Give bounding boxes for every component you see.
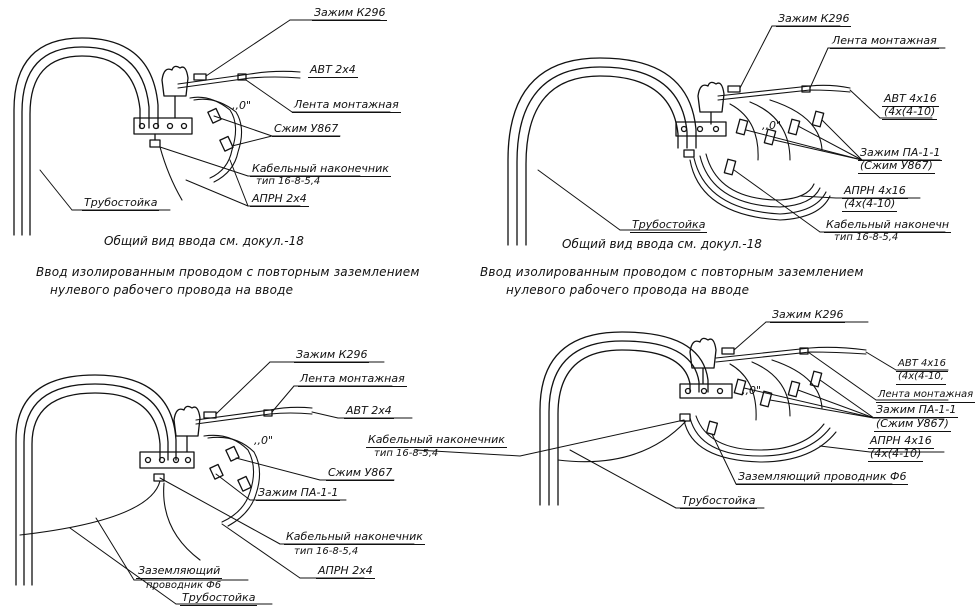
label-squeeze-u867: Сжим У867 bbox=[326, 466, 395, 481]
clamp-k296-1 bbox=[193, 73, 207, 81]
insulator-3 bbox=[173, 405, 201, 453]
label-cable-lug-2-type: тип 16-8-5,4 bbox=[294, 546, 359, 557]
connectors-1 bbox=[207, 107, 234, 152]
clamp-k296-4 bbox=[721, 347, 735, 355]
label-clamp-pa: Зажим ПА-1-1 bbox=[874, 403, 959, 418]
label-clamp-k296: Зажим К296 bbox=[770, 308, 846, 323]
label-aprn: АПРН 2х4 bbox=[316, 564, 375, 579]
label-zero-mark: ,,0" bbox=[232, 99, 252, 112]
insulator-1 bbox=[161, 65, 189, 119]
diagram-4-drawing bbox=[415, 321, 949, 509]
bracket-1 bbox=[133, 117, 193, 148]
label-cable-lug: Кабельный наконечник bbox=[366, 433, 507, 448]
technical-drawing bbox=[13, 19, 949, 605]
label-wire-avt-alt: (4х(4-10, bbox=[896, 371, 946, 385]
insulator-4 bbox=[689, 337, 717, 385]
label-grounding-conductor-size: проводник Ф6 bbox=[146, 580, 222, 591]
label-clamp-k296: Зажим К296 bbox=[776, 12, 852, 27]
label-clamp-pa-alt: (Сжим У867) bbox=[858, 159, 935, 174]
label-pipe-stand: Трубостойка bbox=[82, 196, 160, 211]
label-zero-mark: ,,0" bbox=[254, 434, 274, 447]
label-cable-lug-type: тип 16-8-5,4 bbox=[374, 448, 439, 459]
label-pipe-stand: Трубостойка bbox=[680, 494, 758, 509]
label-grounding-conductor: Заземляющий bbox=[136, 564, 223, 579]
label-mounting-tape: Лента монтажная bbox=[830, 34, 939, 49]
caption-general-view: Общий вид ввода см. докул.-18 bbox=[562, 237, 762, 251]
connectors-3 bbox=[209, 445, 252, 492]
tape-1 bbox=[237, 73, 247, 81]
note-line-1: Ввод изолированным проводом с повторным … bbox=[36, 265, 420, 279]
drawing-sheet: Зажим К296 АВТ 2х4 Лента монтажная ,,0" … bbox=[13, 6, 975, 606]
label-pipe-stand: Трубостойка bbox=[180, 591, 258, 606]
label-clamp-k296: Зажим К296 bbox=[294, 348, 370, 363]
pipe-stand-3 bbox=[15, 374, 177, 586]
label-clamp-k296: Зажим К296 bbox=[312, 6, 388, 21]
diagram-2-drawing bbox=[507, 25, 946, 246]
bracket-3 bbox=[139, 451, 195, 482]
label-pipe-stand: Трубостойка bbox=[630, 218, 708, 233]
label-wire-avt: АВТ 2х4 bbox=[308, 63, 358, 78]
label-cable-lug: Кабельный наконечник bbox=[250, 162, 391, 177]
label-aprn: АПРН 4х16 bbox=[868, 434, 934, 449]
note-line-1: Ввод изолированным проводом с повторным … bbox=[480, 265, 864, 279]
label-squeeze-u867: Сжим У867 bbox=[272, 122, 341, 137]
bracket-2 bbox=[675, 121, 727, 158]
label-mounting-tape: Лента монтажная bbox=[292, 98, 401, 113]
label-clamp-pa: Зажим ПА-1-1 bbox=[858, 146, 943, 161]
pipe-stand-1 bbox=[13, 37, 159, 236]
label-cable-lug-type: тип 16-8-5,4 bbox=[834, 232, 899, 243]
pipe-stand-2 bbox=[507, 57, 697, 246]
label-aprn-alt: (4х(4-10) bbox=[842, 197, 898, 212]
bracket-4 bbox=[679, 383, 733, 422]
clamp-k296-2 bbox=[727, 85, 741, 93]
wires-3 bbox=[19, 406, 313, 561]
wires-4 bbox=[557, 346, 867, 463]
label-zero-mark: ,,0" bbox=[762, 119, 782, 132]
label-aprn: АПРН 4х16 bbox=[842, 184, 908, 199]
label-cable-lug-2: Кабельный наконечник bbox=[284, 530, 425, 545]
note-line-2: нулевого рабочего провода на вводе bbox=[506, 283, 750, 297]
label-zero-mark: ,,0" bbox=[742, 384, 762, 397]
wires-2 bbox=[689, 84, 851, 221]
note-line-2: нулевого рабочего провода на вводе bbox=[50, 283, 294, 297]
label-grounding-conductor: Заземляющий проводник Ф6 bbox=[736, 470, 909, 485]
label-wire-avt: АВТ 2х4 bbox=[344, 404, 394, 419]
label-wire-avt-alt: (4х(4-10) bbox=[882, 105, 938, 120]
tape-4 bbox=[799, 347, 809, 355]
caption-general-view: Общий вид ввода см. докул.-18 bbox=[104, 234, 304, 248]
label-mounting-tape: Лента монтажная bbox=[876, 389, 975, 403]
label-wire-avt: АВТ 4х16 bbox=[882, 92, 939, 107]
label-aprn: АПРН 2х4 bbox=[250, 192, 309, 207]
insulator-2 bbox=[697, 81, 725, 125]
wires-1 bbox=[159, 70, 301, 201]
label-mounting-tape: Лента монтажная bbox=[298, 372, 407, 387]
label-aprn-alt: (4х(4-10) bbox=[868, 447, 924, 462]
label-wire-avt: АВТ 4х16 bbox=[896, 358, 948, 372]
label-clamp-pa: Зажим ПА-1-1 bbox=[256, 486, 341, 501]
label-cable-lug-type: тип 16-8-5,4 bbox=[256, 176, 321, 187]
label-cable-lug: Кабельный наконечн bbox=[824, 218, 952, 233]
label-clamp-pa-alt: (Сжим У867) bbox=[874, 417, 951, 432]
connectors-4 bbox=[705, 370, 823, 436]
